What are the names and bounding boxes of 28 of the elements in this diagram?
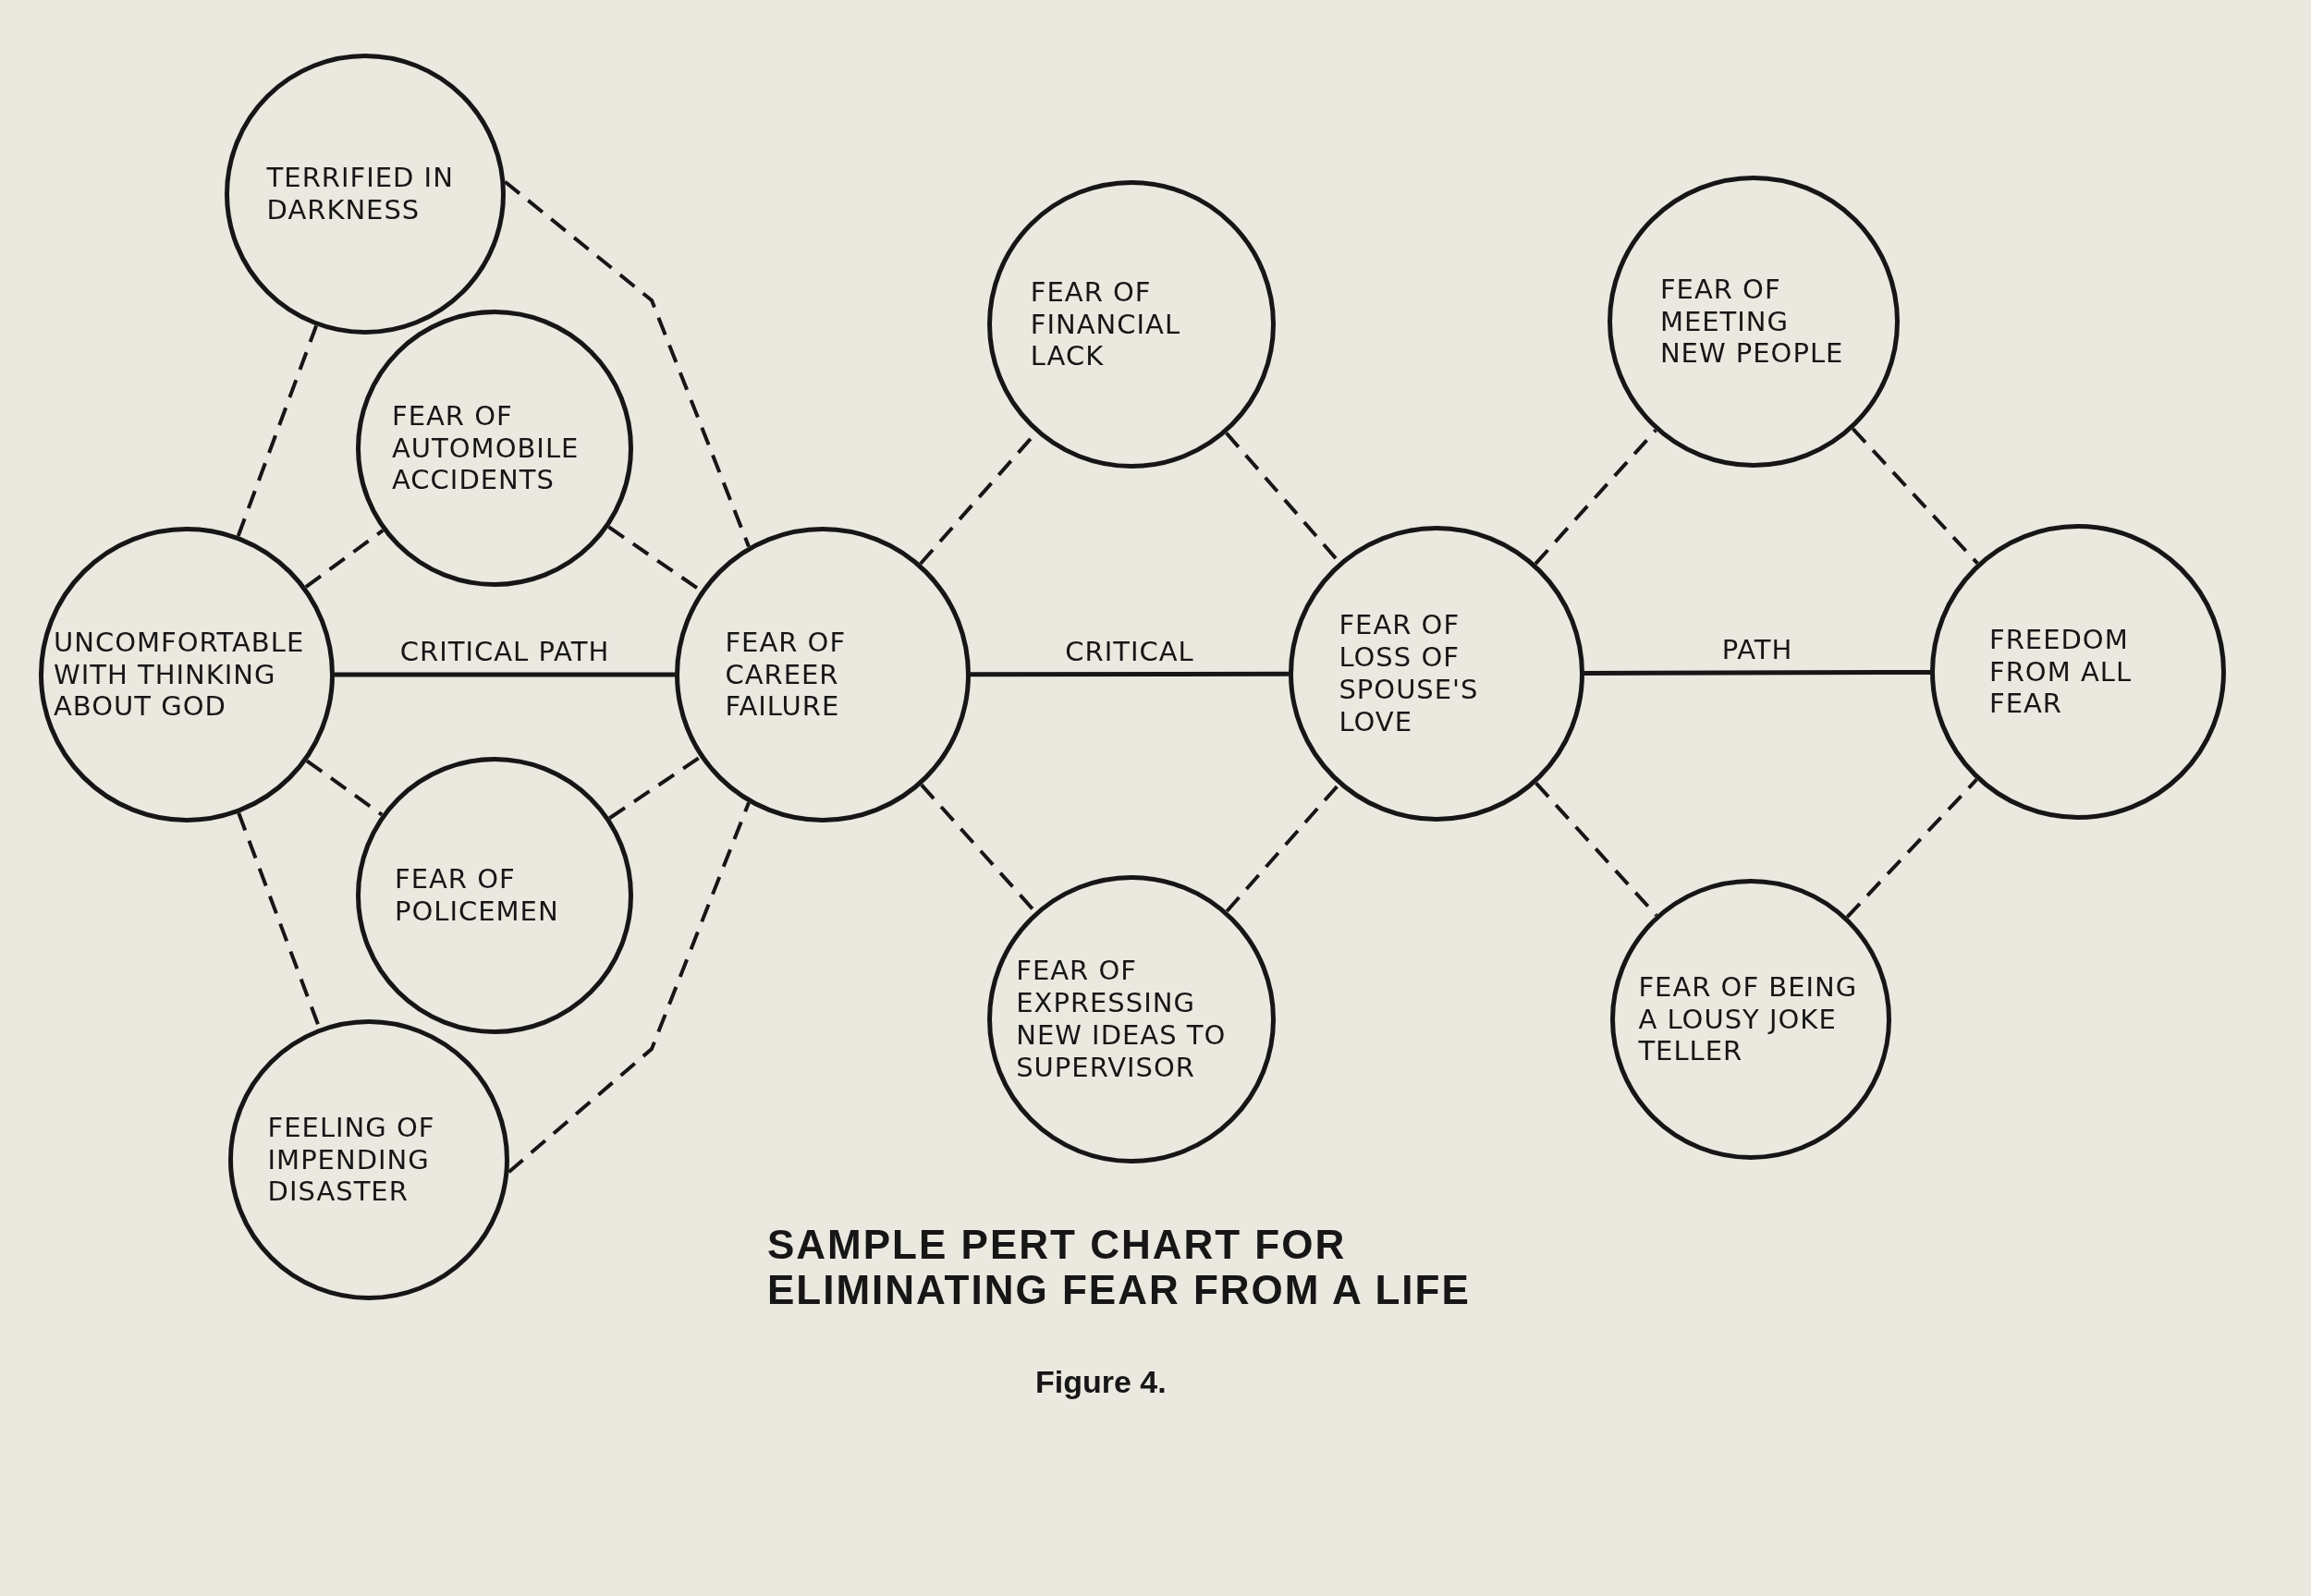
dashed-connector	[236, 324, 318, 537]
dashed-connector	[1851, 427, 1979, 565]
dashed-connector	[1534, 429, 1657, 566]
node-label: FEAR OF AUTOMOBILE ACCIDENTS	[392, 399, 581, 497]
node-label: FEELING OF IMPENDING DISASTER	[267, 1111, 436, 1209]
critical-path-line	[971, 671, 1289, 677]
node-label: FEAR OF LOSS OF SPOUSE'S LOVE	[1339, 609, 1480, 738]
critical-path-line	[335, 672, 675, 677]
node-label: TERRIFIED IN DARKNESS	[266, 162, 455, 226]
node-label: FEAR OF POLICEMEN	[395, 863, 560, 928]
critical-path-line	[1584, 669, 1930, 676]
node-label: FREEDOM FROM ALL FEAR	[1989, 623, 2134, 721]
dashed-connector	[304, 529, 385, 589]
dashed-connector	[305, 759, 384, 817]
node-label: FEAR OF MEETING NEW PEOPLE	[1659, 273, 1845, 371]
dashed-connector	[504, 180, 751, 548]
node-label: FEAR OF BEING A LOUSY JOKE TELLER	[1638, 970, 1859, 1068]
figure-caption: Figure 4.	[1035, 1364, 1167, 1400]
node-label: FEAR OF CAREER FAILURE	[725, 626, 848, 724]
node-label: UNCOMFORTABLE WITH THINKING ABOUT GOD	[54, 626, 306, 724]
node-label: FEAR OF EXPRESSING NEW IDEAS TO SUPERVISOR	[1016, 955, 1228, 1084]
dashed-connector	[507, 801, 751, 1174]
dashed-connector	[1845, 778, 1978, 919]
dashed-connector	[1535, 782, 1658, 917]
node-label: FEAR OF FINANCIAL LACK	[1030, 275, 1182, 373]
dashed-connector	[1225, 783, 1340, 913]
chart-title: SAMPLE PERT CHART FOR ELIMINATING FEAR FROM A LIFE	[767, 1222, 1472, 1313]
dashed-connector	[608, 755, 702, 820]
